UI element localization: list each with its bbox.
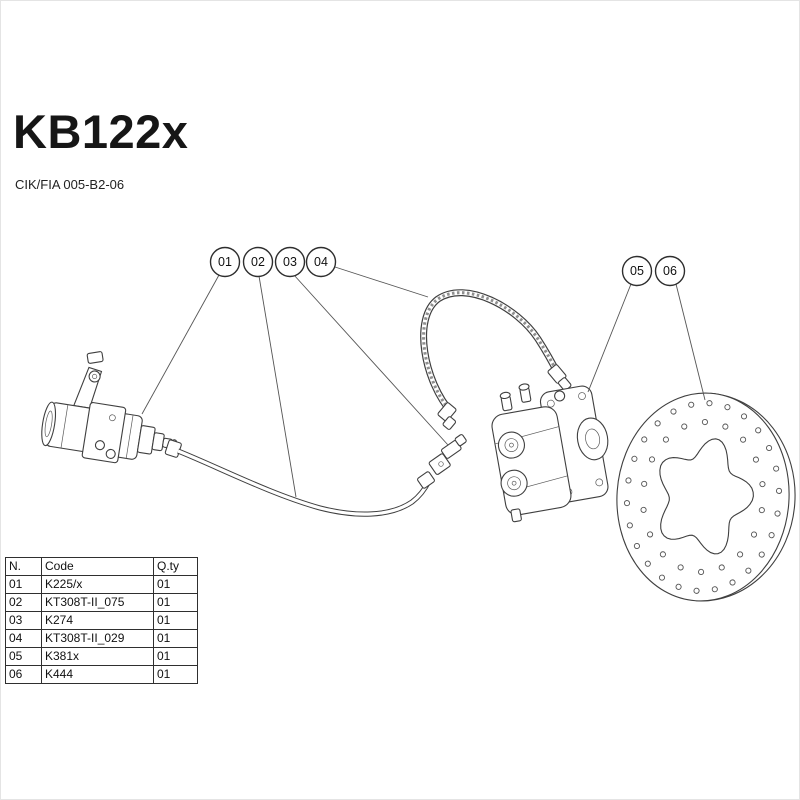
cell-qty: 01 (153, 611, 198, 630)
balloon-06-label: 06 (663, 264, 677, 278)
balloon-02: 02 (242, 246, 274, 278)
cell-code: KT308T-II_075 (41, 593, 154, 612)
elbow-fitting-drawing (428, 434, 467, 475)
cell-n: 06 (5, 665, 42, 684)
homologation-code: CIK/FIA 005-B2-06 (15, 177, 125, 192)
cell-qty: 01 (153, 575, 198, 594)
table-row: 05 K381x 01 (5, 647, 198, 666)
balloon-04: 04 (305, 246, 337, 278)
page-title: KB122x (13, 105, 189, 158)
cell-code: K381x (41, 647, 154, 666)
column-header-n: N. (5, 557, 42, 576)
parts-table-header-row: N. Code Q.ty (5, 557, 198, 576)
leader-lines (141, 266, 706, 498)
balloon-03: 03 (274, 246, 306, 278)
cell-n: 02 (5, 593, 42, 612)
column-header-qty: Q.ty (153, 557, 198, 576)
balloon-04-label: 04 (314, 255, 328, 269)
balloon-01: 01 (209, 246, 241, 278)
cell-code: K274 (41, 611, 154, 630)
brake-hose-drawing (420, 289, 572, 430)
cell-n: 03 (5, 611, 42, 630)
table-row: 03 K274 01 (5, 611, 198, 630)
brake-disc-drawing (616, 392, 796, 602)
cell-n: 05 (5, 647, 42, 666)
cell-n: 01 (5, 575, 42, 594)
balloon-03-label: 03 (283, 255, 297, 269)
master-cylinder-drawing (41, 351, 178, 464)
cell-n: 04 (5, 629, 42, 648)
cell-qty: 01 (153, 629, 198, 648)
parts-table: N. Code Q.ty 01 K225/x 01 02 KT308T-II_0… (5, 557, 198, 684)
table-row: 02 KT308T-II_075 01 (5, 593, 198, 612)
balloon-05: 05 (621, 255, 653, 287)
cell-code: K225/x (41, 575, 154, 594)
cell-qty: 01 (153, 647, 198, 666)
balloon-06: 06 (654, 255, 686, 287)
cell-qty: 01 (153, 593, 198, 612)
cell-code: KT308T-II_029 (41, 629, 154, 648)
brake-line-drawing (164, 439, 435, 517)
column-header-code: Code (41, 557, 154, 576)
balloon-05-label: 05 (630, 264, 644, 278)
cell-code: K444 (41, 665, 154, 684)
brake-caliper-drawing (491, 383, 609, 523)
balloon-01-label: 01 (218, 255, 232, 269)
table-row: 04 KT308T-II_029 01 (5, 629, 198, 648)
table-row: 06 K444 01 (5, 665, 198, 684)
balloon-02-label: 02 (251, 255, 265, 269)
table-row: 01 K225/x 01 (5, 575, 198, 594)
cell-qty: 01 (153, 665, 198, 684)
